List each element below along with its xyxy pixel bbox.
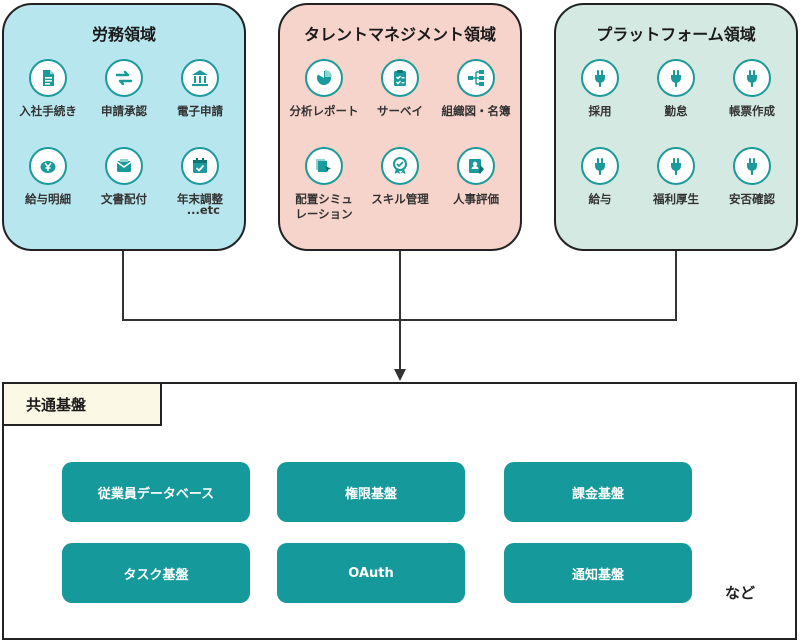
labor-item-label: 電子申請 (177, 104, 223, 118)
connector-platform (400, 251, 677, 321)
platform-item-safety-check[interactable]: 安否確認 (714, 147, 790, 225)
platform-item-label: 採用 (588, 104, 612, 118)
talent-item-placement-simulation[interactable]: 配置シミュ レーション (286, 147, 362, 225)
plug-icon (657, 59, 695, 97)
labor-domain-box: 労務領域 入社手続き 申請承認 電子申請 給与明細 (2, 3, 246, 251)
swap-arrows-icon (105, 59, 143, 97)
platform-item-label: 帳票作成 (729, 104, 775, 118)
talent-item-survey[interactable]: サーベイ (362, 59, 438, 137)
talent-domain-title: タレントマネジメント領域 (303, 25, 496, 44)
platform-item-label: 安否確認 (729, 192, 775, 206)
plug-icon (581, 59, 619, 97)
talent-domain-box: タレントマネジメント領域 分析レポート サーベイ 組織図・名簿 配置シミュ レー… (278, 3, 522, 251)
labor-item-approval[interactable]: 申請承認 (86, 59, 162, 137)
talent-item-label: 配置シミュ レーション (295, 192, 353, 221)
more-note: など (725, 584, 756, 602)
labor-item-e-application[interactable]: 電子申請 (162, 59, 238, 137)
employee-database-module[interactable]: 従業員データベース (62, 462, 250, 522)
platform-item-label: 勤怠 (664, 104, 688, 118)
billing-module[interactable]: 課金基盤 (504, 462, 692, 522)
badge-icon (381, 147, 419, 185)
platform-item-attendance[interactable]: 勤怠 (638, 59, 714, 137)
talent-item-label: 分析レポート (289, 104, 359, 118)
platform-item-benefits[interactable]: 福利厚生 (638, 147, 714, 225)
pie-chart-icon (305, 59, 343, 97)
labor-item-label: 入社手続き (19, 104, 77, 118)
labor-item-label: 申請承認 (101, 104, 147, 118)
talent-item-skill-management[interactable]: スキル管理 (362, 147, 438, 225)
platform-item-payroll[interactable]: 給与 (562, 147, 638, 225)
labor-item-onboarding[interactable]: 入社手続き (10, 59, 86, 137)
labor-item-label: 給与明細 (25, 192, 71, 206)
oauth-module[interactable]: OAuth (277, 543, 465, 603)
org-chart-icon (457, 59, 495, 97)
platform-item-label: 福利厚生 (653, 192, 699, 206)
labor-item-payslip[interactable]: 給与明細 (10, 147, 86, 225)
yen-piggy-bank-icon (29, 147, 67, 185)
plug-icon (657, 147, 695, 185)
labor-item-document-delivery[interactable]: 文書配付 (86, 147, 162, 225)
permission-module[interactable]: 権限基盤 (277, 462, 465, 522)
connector-arrowhead (394, 369, 406, 381)
labor-domain-title: 労務領域 (91, 25, 156, 44)
platform-item-form-creation[interactable]: 帳票作成 (714, 59, 790, 137)
calendar-check-icon (181, 147, 219, 185)
common-base-title: 共通基盤 (2, 382, 162, 426)
labor-item-year-end-adjustment[interactable]: 年末調整 (162, 147, 238, 225)
profile-edit-icon (457, 147, 495, 185)
plug-icon (581, 147, 619, 185)
platform-domain-title: プラットフォーム領域 (596, 25, 756, 44)
labor-etc-note: ...etc (186, 203, 220, 217)
placement-cursor-icon (305, 147, 343, 185)
plug-icon (733, 59, 771, 97)
talent-item-label: サーベイ (377, 104, 423, 118)
talent-item-label: 組織図・名簿 (441, 104, 511, 118)
labor-item-label: 年末調整 (177, 192, 223, 206)
document-icon (29, 59, 67, 97)
talent-item-label: スキル管理 (371, 192, 429, 206)
government-building-icon (181, 59, 219, 97)
platform-item-label: 給与 (588, 192, 612, 206)
clipboard-check-icon (381, 59, 419, 97)
talent-item-analytics[interactable]: 分析レポート (286, 59, 362, 137)
envelope-icon (105, 147, 143, 185)
platform-item-recruiting[interactable]: 採用 (562, 59, 638, 137)
connector-labor (122, 251, 400, 321)
task-module[interactable]: タスク基盤 (62, 543, 250, 603)
plug-icon (733, 147, 771, 185)
platform-domain-box: プラットフォーム領域 採用 勤怠 帳票作成 給与 (554, 3, 798, 251)
talent-item-org-chart[interactable]: 組織図・名簿 (438, 59, 514, 137)
labor-item-label: 文書配付 (101, 192, 147, 206)
talent-item-evaluation[interactable]: 人事評価 (438, 147, 514, 225)
notification-module[interactable]: 通知基盤 (504, 543, 692, 603)
talent-item-label: 人事評価 (453, 192, 499, 206)
